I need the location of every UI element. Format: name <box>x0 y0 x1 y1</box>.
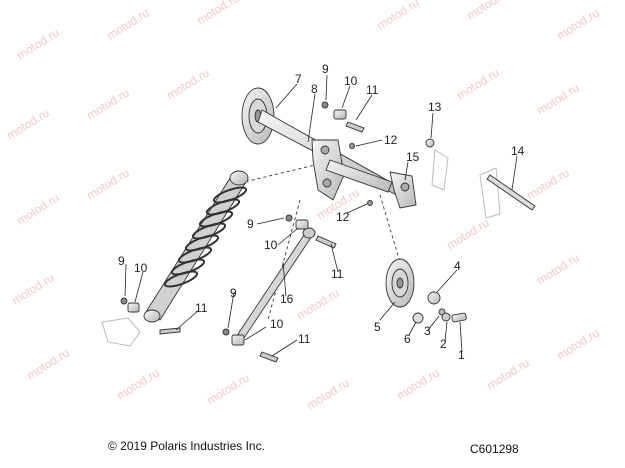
callout-15: 15 <box>406 150 420 164</box>
callout-13: 13 <box>428 100 442 114</box>
callout-1: 1 <box>458 348 465 362</box>
lower-bushing-set <box>222 328 279 363</box>
watermark-text: motod.ru <box>104 6 152 43</box>
callout-4: 4 <box>454 259 461 273</box>
callout-10: 10 <box>344 74 358 88</box>
callout-5: 5 <box>374 320 381 334</box>
callout-6: 6 <box>404 332 411 346</box>
leader-lines <box>124 74 518 357</box>
watermark-text: motod.ru <box>374 0 422 33</box>
callout-10: 10 <box>270 317 284 331</box>
watermark-text: motod.ru <box>444 216 492 253</box>
watermark-text: motod.ru <box>464 0 512 23</box>
grease-fitting-lower <box>367 200 373 206</box>
callout-labels: 7 8 9 10 11 12 13 15 14 9 10 11 12 16 9 … <box>118 62 525 362</box>
shock-bushing-set <box>120 297 181 335</box>
callout-9: 9 <box>247 217 254 231</box>
watermark-text: motod.ru <box>484 356 532 393</box>
callout-10: 10 <box>134 261 148 275</box>
callout-2: 2 <box>440 337 447 351</box>
watermark-layer: motod.ru motod.ru motod.ru motod.ru moto… <box>4 0 602 413</box>
watermark-text: motod.ru <box>24 346 72 383</box>
idler-wheel-lower <box>385 258 415 308</box>
callout-11: 11 <box>331 267 344 281</box>
watermark-text: motod.ru <box>524 166 572 203</box>
callout-11: 11 <box>195 301 208 315</box>
callout-3: 3 <box>424 324 431 338</box>
watermark-text: motod.ru <box>534 81 582 118</box>
figure-id: C601298 <box>470 442 519 456</box>
wheel-hardware <box>412 291 467 324</box>
watermark-text: motod.ru <box>204 371 252 408</box>
assembly-lines <box>239 164 401 321</box>
callout-9: 9 <box>230 286 237 300</box>
watermark-text: motod.ru <box>554 326 602 363</box>
callout-11: 11 <box>298 332 311 346</box>
callout-14: 14 <box>511 144 525 158</box>
watermark-text: motod.ru <box>14 26 62 63</box>
watermark-text: motod.ru <box>194 0 242 28</box>
callout-12: 12 <box>336 210 350 224</box>
grease-fitting-upper <box>349 143 355 149</box>
idler-wheel-upper <box>241 87 275 145</box>
callout-7: 7 <box>295 72 302 86</box>
watermark-text: motod.ru <box>14 191 62 228</box>
watermark-text: motod.ru <box>394 366 442 403</box>
watermark-text: motod.ru <box>114 366 162 403</box>
callout-16: 16 <box>280 292 294 306</box>
watermark-text: motod.ru <box>294 286 342 323</box>
callout-10: 10 <box>264 238 278 252</box>
upper-bushing-set <box>321 101 365 133</box>
rear-arm-bracket <box>311 139 417 209</box>
shock-mount-bracket <box>101 317 141 347</box>
copyright-text: © 2019 Polaris Industries Inc. <box>108 439 265 453</box>
callout-11: 11 <box>366 83 379 97</box>
watermark-text: motod.ru <box>4 106 52 143</box>
watermark-text: motod.ru <box>554 6 602 43</box>
side-bracket <box>431 149 449 191</box>
watermark-text: motod.ru <box>454 66 502 103</box>
rear-shock-absorber <box>143 170 249 323</box>
watermark-text: motod.ru <box>84 166 132 203</box>
callout-9: 9 <box>118 254 125 268</box>
watermark-text: motod.ru <box>9 271 57 308</box>
callout-12: 12 <box>384 133 398 147</box>
watermark-text: motod.ru <box>304 376 352 413</box>
watermark-text: motod.ru <box>534 251 582 288</box>
rear-shaft-14 <box>479 167 536 219</box>
callout-9: 9 <box>322 62 329 76</box>
callout-8: 8 <box>311 82 318 96</box>
watermark-text: motod.ru <box>84 86 132 123</box>
lock-nut <box>425 138 435 148</box>
watermark-text: motod.ru <box>164 66 212 103</box>
